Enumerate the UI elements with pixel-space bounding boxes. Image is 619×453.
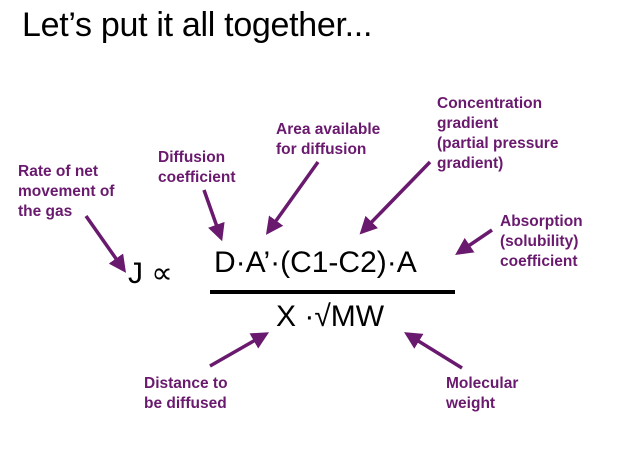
fraction-bar bbox=[210, 290, 455, 294]
slide-title: Let’s put it all together... bbox=[22, 6, 373, 44]
arrow-concentration bbox=[359, 160, 432, 235]
label-line: Distance to bbox=[144, 375, 228, 392]
label-distance-to-be-diffused: Distance to be diffused bbox=[144, 374, 228, 414]
label-line: the gas bbox=[18, 203, 73, 220]
equation-denominator: X ·√MW bbox=[276, 300, 385, 333]
label-concentration-gradient: Concentration gradient (partial pressure… bbox=[437, 94, 558, 174]
label-line: Concentration bbox=[437, 95, 543, 112]
arrow-area bbox=[265, 160, 320, 235]
arrow-diffusion-coefficient bbox=[202, 189, 225, 242]
label-line: weight bbox=[446, 395, 496, 412]
label-line: Diffusion bbox=[158, 149, 226, 166]
label-line: Absorption bbox=[500, 213, 583, 230]
arrow-distance bbox=[209, 332, 270, 368]
label-diffusion-coefficient: Diffusion coefficient bbox=[158, 148, 236, 188]
label-line: be diffused bbox=[144, 395, 227, 412]
label-rate-of-net-movement: Rate of net movement of the gas bbox=[18, 162, 114, 222]
label-line: for diffusion bbox=[276, 141, 367, 158]
label-line: movement of bbox=[18, 183, 115, 200]
label-line: (solubility) bbox=[500, 233, 579, 250]
label-line: Molecular bbox=[446, 375, 519, 392]
equation-numerator: D·A’·(C1-C2)·A bbox=[214, 246, 417, 279]
label-line: Rate of net bbox=[18, 163, 99, 180]
arrow-absorption bbox=[455, 228, 493, 255]
label-absorption-coefficient: Absorption (solubility) coefficient bbox=[500, 212, 583, 272]
label-line: coefficient bbox=[500, 253, 578, 270]
label-molecular-weight: Molecular weight bbox=[446, 374, 518, 414]
equation-lhs: J ∝ bbox=[128, 257, 173, 290]
label-line: Area available bbox=[276, 121, 381, 138]
label-area-available: Area available for diffusion bbox=[276, 120, 380, 160]
label-line: coefficient bbox=[158, 169, 236, 186]
label-line: gradient) bbox=[437, 155, 504, 172]
label-line: (partial pressure bbox=[437, 135, 559, 152]
label-line: gradient bbox=[437, 115, 499, 132]
arrow-rate bbox=[84, 214, 127, 273]
arrow-molecular-weight bbox=[404, 332, 463, 370]
